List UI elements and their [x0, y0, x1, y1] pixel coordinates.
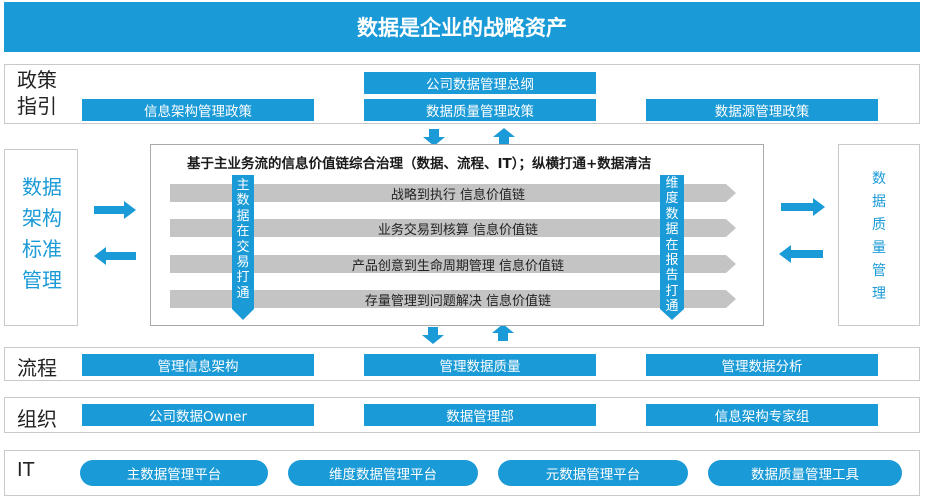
vertical-char: 通 — [665, 299, 679, 315]
vertical-char: 在 — [236, 224, 250, 240]
page-title: 数据是企业的战略资产 — [357, 16, 567, 40]
vertical-char: 数 — [665, 206, 679, 222]
up-arrow-icon — [493, 128, 515, 145]
chain-arrow-shape — [170, 184, 736, 202]
it-item: 主数据管理平台 — [80, 460, 268, 486]
right-panel-label: 数 据 质 量 管 理 — [869, 168, 889, 306]
right-panel-char: 量 — [872, 240, 886, 256]
org-label: 组织 — [17, 407, 57, 431]
vertical-char: 数 — [236, 193, 250, 209]
up-arrow-icon — [492, 324, 514, 341]
org-item: 数据管理部 — [364, 404, 596, 426]
vertical-char: 告 — [665, 268, 679, 284]
process-item: 管理数据质量 — [364, 354, 596, 376]
process-label: 流程 — [17, 356, 57, 380]
policy-item: 数据源管理政策 — [646, 99, 878, 121]
chain-arrow-shape — [170, 290, 736, 308]
right-arrow-icon — [781, 198, 825, 216]
vertical-char: 报 — [665, 253, 679, 269]
right-panel-char: 据 — [872, 194, 886, 210]
org-item: 信息架构专家组 — [646, 404, 878, 426]
policy-item: 信息架构管理政策 — [82, 99, 314, 121]
policy-item: 数据质量管理政策 — [364, 99, 596, 121]
right-panel-char: 管 — [872, 263, 886, 279]
vertical-char: 维 — [665, 176, 679, 191]
vertical-char: 交 — [236, 239, 250, 255]
chain-label: 存量管理到问题解决 信息价值链 — [364, 293, 552, 309]
policy-top-item: 公司数据管理总纲 — [364, 72, 596, 94]
policy-label-line2: 指引 — [17, 94, 57, 118]
page-title-banner: 数据是企业的战略资产 — [4, 2, 920, 52]
chain-label: 业务交易到核算 信息价值链 — [377, 222, 539, 238]
left-panel — [4, 149, 78, 326]
vertical-char: 通 — [236, 285, 250, 301]
down-arrow-icon — [423, 129, 445, 146]
chain-arrow-shape — [170, 219, 736, 237]
vertical-char: 据 — [236, 208, 250, 224]
policy-label-line1: 政策 — [17, 68, 57, 92]
vertical-char: 打 — [665, 283, 679, 299]
left-panel-label: 数据 架构 标准 管理 — [12, 172, 72, 296]
it-item: 维度数据管理平台 — [288, 460, 478, 486]
vertical-char: 度 — [665, 191, 679, 207]
right-panel-char: 理 — [872, 286, 886, 302]
vertical-char: 打 — [236, 270, 250, 286]
vertical-char: 在 — [665, 237, 679, 253]
process-item: 管理数据分析 — [646, 354, 878, 376]
policy-label: 政策 指引 — [17, 67, 57, 119]
vertical-arrow-shape — [232, 175, 254, 320]
left-arrow-icon — [94, 247, 136, 265]
right-panel-char: 质 — [872, 217, 886, 233]
right-panel — [838, 144, 920, 326]
right-arrow-icon — [94, 201, 136, 219]
left-panel-line: 管理 — [22, 268, 62, 292]
center-title: 基于主业务流的信息价值链综合治理（数据、流程、IT）；纵横打通+数据清洁 — [187, 156, 652, 172]
left-arrow-icon — [779, 245, 823, 263]
it-item: 数据质量管理工具 — [708, 460, 902, 486]
vertical-char: 易 — [236, 255, 250, 271]
left-panel-line: 架构 — [22, 206, 62, 230]
left-panel-line: 数据 — [22, 175, 62, 199]
chain-label: 战略到执行 信息价值链 — [390, 187, 526, 203]
right-panel-char: 数 — [872, 171, 886, 187]
left-panel-line: 标准 — [22, 237, 62, 261]
chain-arrow-shape — [170, 255, 736, 273]
it-label: IT — [17, 459, 35, 481]
chain-label: 产品创意到生命周期管理 信息价值链 — [351, 258, 565, 274]
org-item: 公司数据Owner — [82, 404, 314, 426]
vertical-arrow-shape — [660, 175, 684, 320]
vertical-char: 据 — [665, 222, 679, 238]
it-item: 元数据管理平台 — [498, 460, 688, 486]
vertical-char: 主 — [236, 178, 250, 193]
left-vertical-label: 主 数 据 在 交 易 打 通 — [236, 178, 250, 301]
right-vertical-label: 维 度 数 据 在 报 告 打 通 — [665, 176, 679, 315]
process-item: 管理信息架构 — [82, 354, 314, 376]
down-arrow-icon — [422, 327, 444, 344]
